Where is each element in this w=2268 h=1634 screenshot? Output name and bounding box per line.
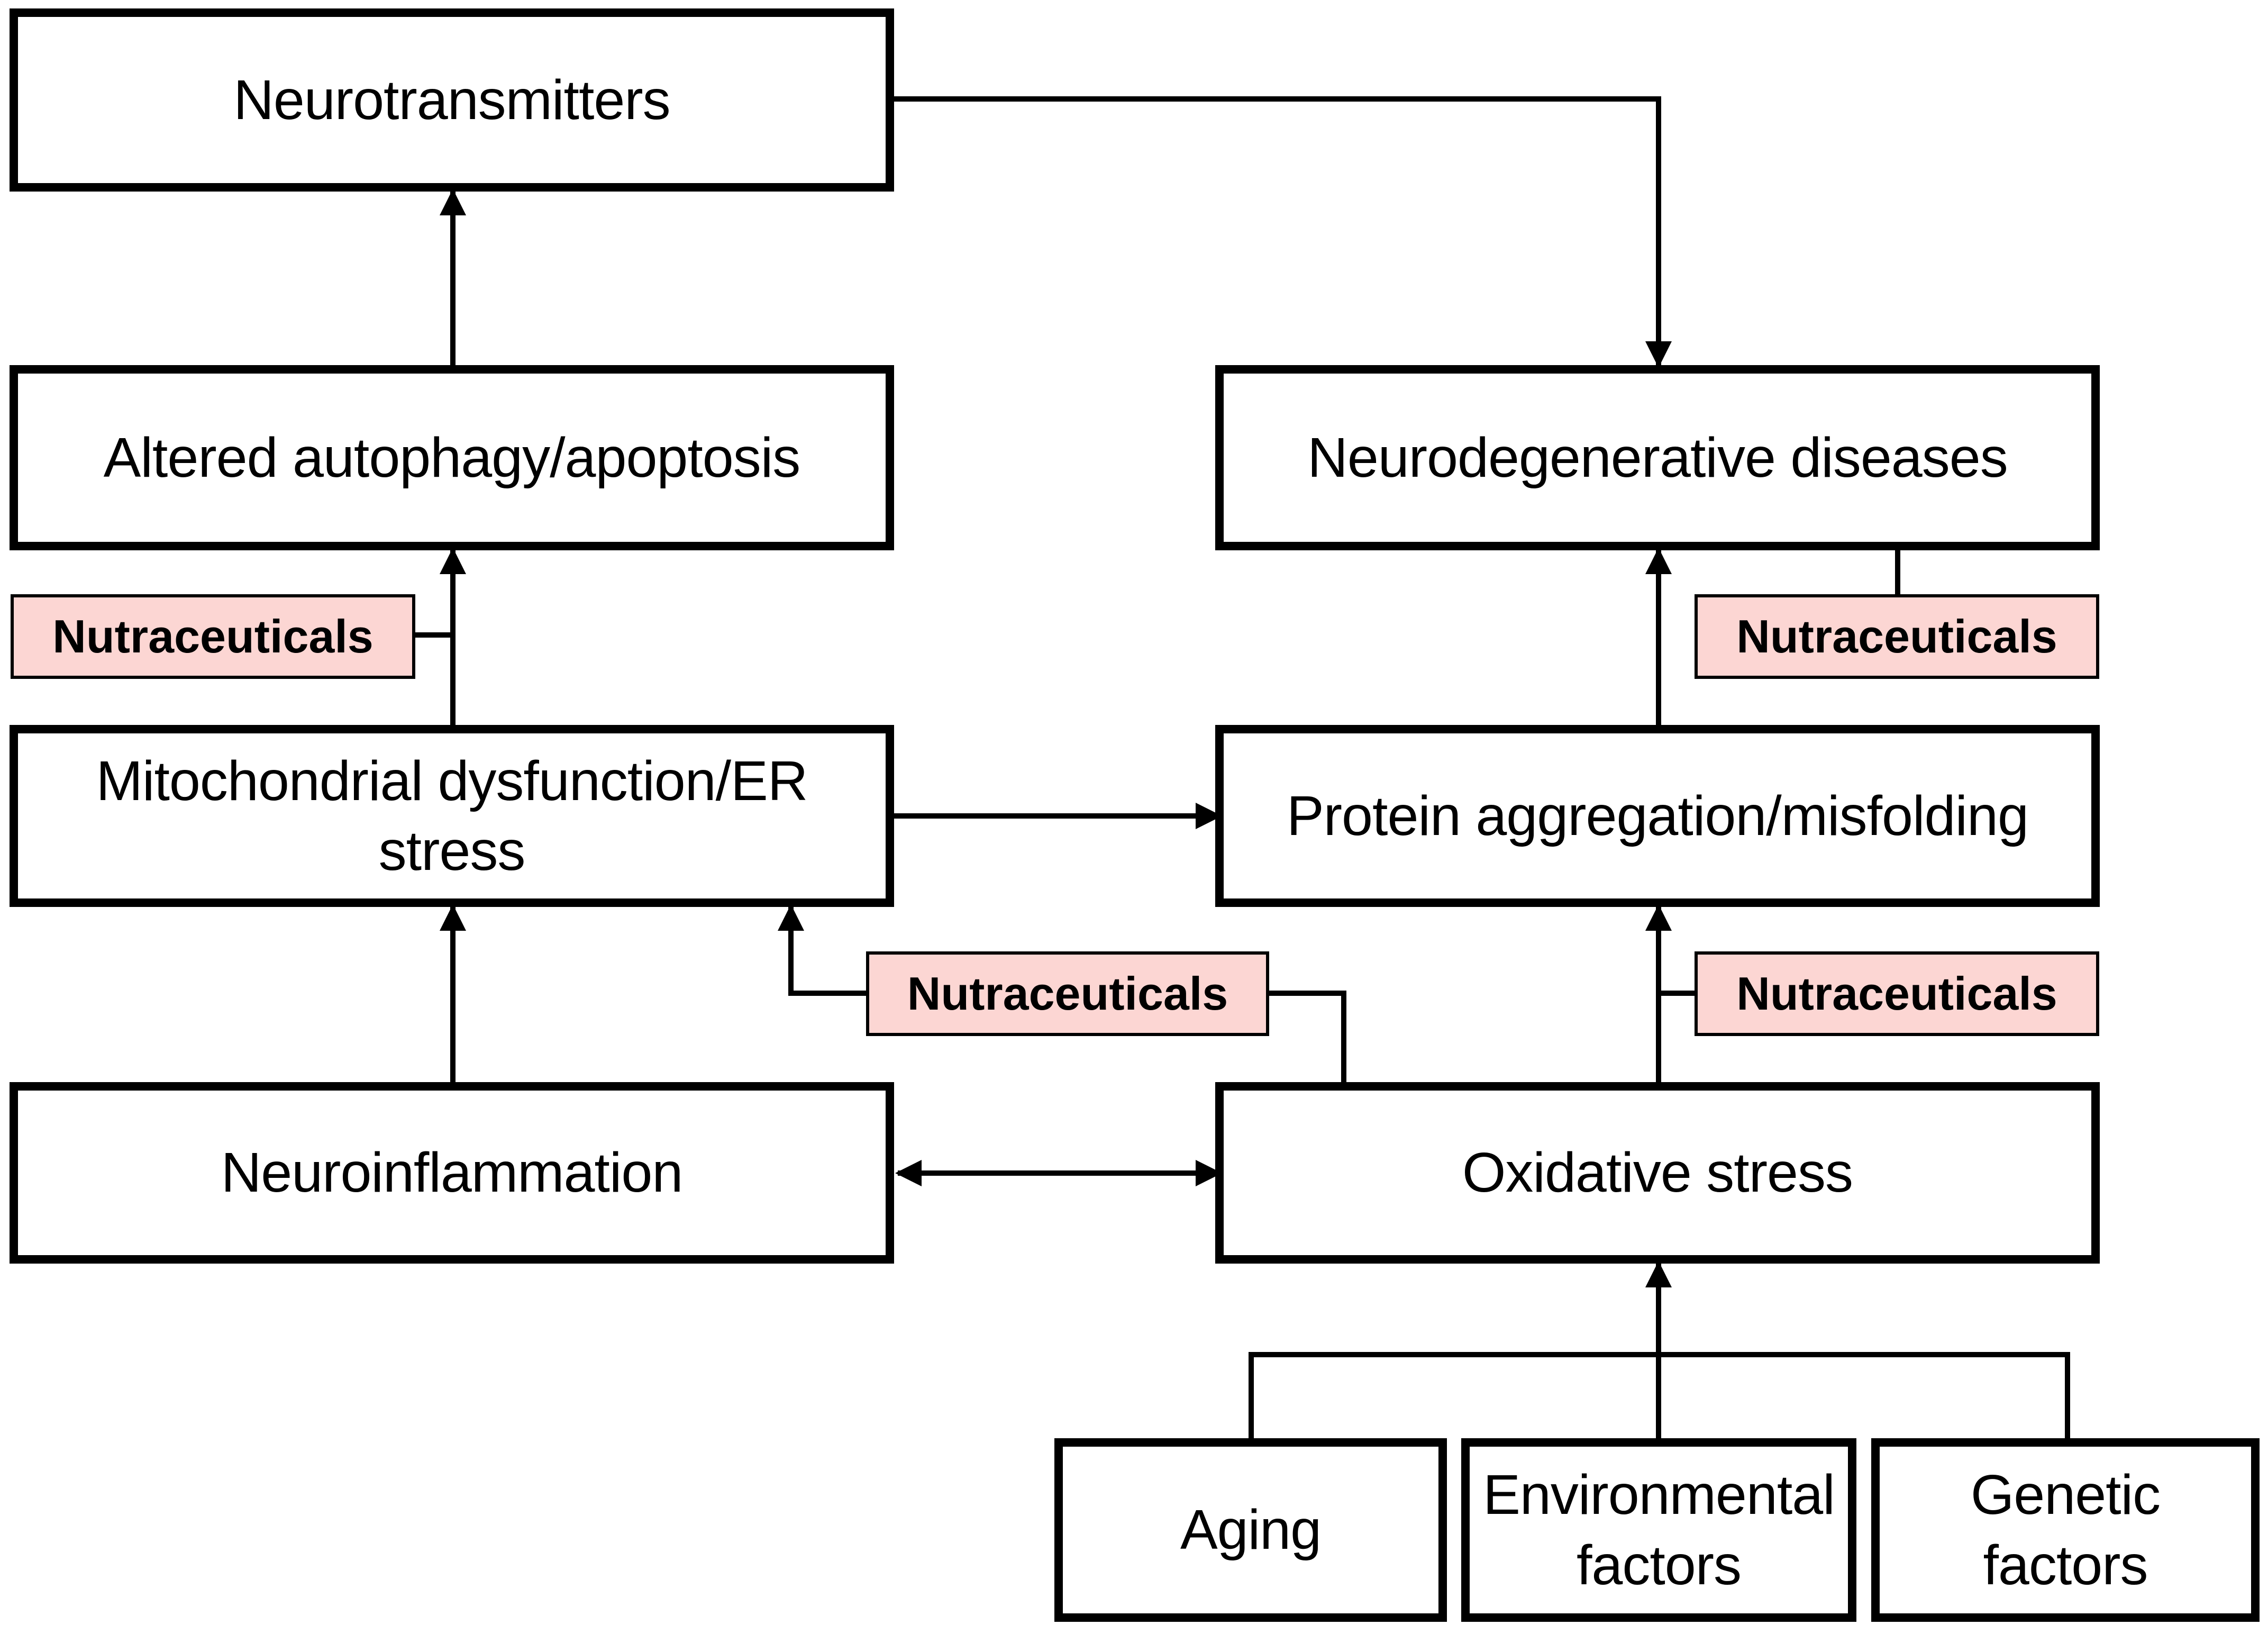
nutraceuticals-label: Nutraceuticals: [1736, 610, 2057, 662]
nutraceuticals-box-oxidative-mitochondrial: Nutraceuticals: [866, 951, 1269, 1036]
arrow-oxidative-to-mitochondrial: [1268, 991, 1346, 1082]
nutraceuticals-box-protein: Nutraceuticals: [1695, 951, 2099, 1036]
node-neurotransmitters-label: Neurotransmitters: [233, 68, 670, 131]
nutraceuticals-box-neurodegenerative: Nutraceuticals: [1695, 594, 2099, 679]
node-environmental-factors-label: Environmental factors: [1483, 1464, 1835, 1596]
node-mitochondrial-dysfunction-label: Mitochondrial dysfunction/ER stress: [96, 749, 808, 883]
nutraceuticals-label: Nutraceuticals: [1736, 967, 2057, 1020]
node-neurodegenerative-diseases-label: Neurodegenerative diseases: [1307, 426, 2008, 489]
nutraceuticals-box-autophagy: Nutraceuticals: [11, 594, 415, 679]
node-neurotransmitters: Neurotransmitters: [10, 8, 894, 192]
nutraceuticals-label: Nutraceuticals: [52, 610, 374, 662]
node-neuroinflammation-label: Neuroinflammation: [221, 1141, 684, 1204]
node-genetic-factors-label: Genetic factors: [1970, 1464, 2161, 1596]
arrow-neurotransmitters-to-neurodegenerative: [894, 96, 1672, 368]
nutraceuticals-label: Nutraceuticals: [907, 967, 1228, 1020]
node-protein-aggregation: Protein aggregation/misfolding: [1215, 725, 2100, 907]
node-aging-label: Aging: [1180, 1499, 1322, 1562]
node-protein-aggregation-label: Protein aggregation/misfolding: [1287, 784, 2029, 847]
node-neuroinflammation: Neuroinflammation: [10, 1082, 894, 1264]
node-genetic-factors: Genetic factors: [1871, 1438, 2260, 1622]
node-environmental-factors: Environmental factors: [1461, 1438, 1856, 1622]
node-altered-autophagy-label: Altered autophagy/apoptosis: [103, 426, 801, 489]
node-oxidative-stress: Oxidative stress: [1215, 1082, 2100, 1264]
node-oxidative-stress-label: Oxidative stress: [1462, 1141, 1853, 1204]
node-neurodegenerative-diseases: Neurodegenerative diseases: [1215, 365, 2100, 550]
arrow-nutraceuticals-to-mitochondrial: [778, 904, 866, 996]
node-altered-autophagy: Altered autophagy/apoptosis: [10, 365, 894, 550]
node-mitochondrial-dysfunction: Mitochondrial dysfunction/ER stress: [10, 725, 894, 907]
node-aging: Aging: [1054, 1438, 1447, 1622]
